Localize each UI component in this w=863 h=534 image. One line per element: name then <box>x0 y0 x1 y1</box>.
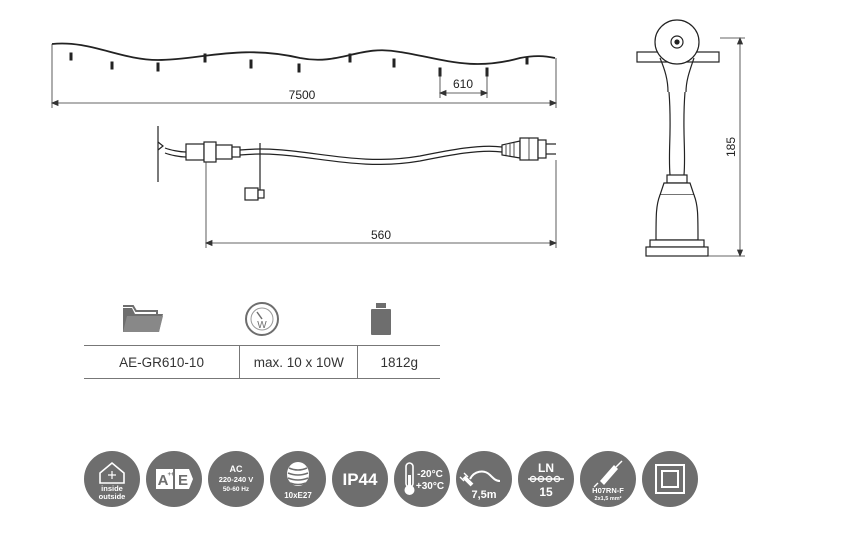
e27-socket-badge: 10xE27 <box>270 451 326 507</box>
cable-length-badge: 7,5m <box>456 451 512 507</box>
svg-text:7,5m: 7,5m <box>471 489 496 501</box>
cable-cross-section-icon: H07RN-F 2x1,5 mm² <box>592 460 624 502</box>
svg-text:IP44: IP44 <box>343 470 379 489</box>
plug-cable-icon: 7,5m <box>459 470 501 501</box>
spec-icon-cell <box>84 293 203 345</box>
inside-outside-badge: inside outside <box>84 451 140 507</box>
voltage-badge: AC 220-240 V 50-60 Hz <box>208 451 264 507</box>
spec-icon-cell <box>321 293 440 345</box>
feature-badges: inside outside A ++ E AC 220-240 V 50-60… <box>84 451 698 507</box>
festoon-string <box>51 42 556 65</box>
lamp-pendants <box>69 52 529 77</box>
weight-icon <box>370 303 391 335</box>
svg-text:50-60 Hz: 50-60 Hz <box>223 486 250 493</box>
spacing-label: 610 <box>453 77 473 91</box>
double-insulation-icon <box>655 464 685 494</box>
socket-height-dimension <box>708 36 745 258</box>
svg-text:2x1,5 mm²: 2x1,5 mm² <box>595 495 622 502</box>
svg-text:W: W <box>257 320 267 331</box>
svg-text:-20°C: -20°C <box>417 469 443 480</box>
svg-text:15: 15 <box>539 485 553 499</box>
spec-table: W AE-GR610-10 max. 10 x 10W 1812g <box>84 293 440 379</box>
svg-text:+30°C: +30°C <box>416 481 444 492</box>
total-length-label: 7500 <box>289 88 316 102</box>
wattage-icon: W <box>245 302 279 336</box>
model-number: AE-GR610-10 <box>84 346 241 378</box>
svg-text:H07RN-F: H07RN-F <box>592 486 624 495</box>
power-cable <box>157 126 556 201</box>
cable-type-badge: H07RN-F 2x1,5 mm² <box>580 451 636 507</box>
max-wattage: max. 10 x 10W <box>240 346 359 378</box>
svg-text:A: A <box>158 472 169 489</box>
energy-class-badge: A ++ E <box>146 451 202 507</box>
svg-text:AC: AC <box>230 464 243 474</box>
thermometer-icon: -20°C +30°C <box>404 462 444 495</box>
protection-class-badge <box>642 451 698 507</box>
svg-text:LN: LN <box>538 461 554 475</box>
svg-text:inside: inside <box>101 484 123 493</box>
socket-height-label: 185 <box>724 137 738 157</box>
ip-rating-badge: IP44 <box>332 451 388 507</box>
cable-dimension <box>204 160 558 248</box>
ln-badge: LN 15 <box>518 451 574 507</box>
spec-icon-cell: W <box>203 293 322 345</box>
weight-value: 1812g <box>380 354 419 370</box>
temperature-badge: -20°C +30°C <box>394 451 450 507</box>
total-length-dimension <box>50 44 558 108</box>
string-lights-icon: LN 15 <box>528 461 564 499</box>
spec-values-row: AE-GR610-10 max. 10 x 10W 1812g <box>84 345 440 379</box>
svg-text:outside: outside <box>99 492 126 501</box>
svg-text:E: E <box>178 472 188 489</box>
energy-label-icon: A ++ E <box>156 469 193 489</box>
svg-text:220-240 V: 220-240 V <box>219 475 254 484</box>
svg-text:10xE27: 10xE27 <box>284 491 312 500</box>
svg-text:++: ++ <box>167 472 175 478</box>
cable-length-label: 560 <box>371 228 391 242</box>
house-icon: inside outside <box>99 461 126 501</box>
folder-icon <box>123 305 164 332</box>
spec-icons-row: W <box>84 293 440 345</box>
spacing-dimension <box>438 70 489 98</box>
socket-drawing <box>636 19 720 257</box>
bulb-thread-icon: 10xE27 <box>284 462 312 500</box>
